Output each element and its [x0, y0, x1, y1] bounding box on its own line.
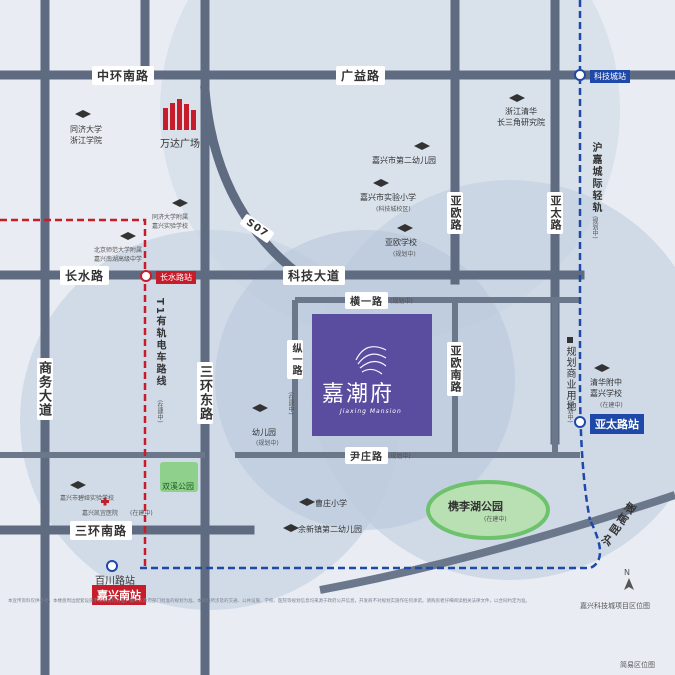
road-label-sanhuan-dong: 三环东路 [197, 362, 213, 424]
rail-label-t1: T1有轨电车路线 [154, 298, 165, 388]
rail-note-t1: (在建中) [156, 400, 163, 423]
poi-tsinghua-note: (在建中) [600, 402, 623, 409]
road-note-yazhuang: (规划中) [388, 453, 411, 460]
poi-xiuli-note: (在建中) [484, 516, 507, 523]
station-keji-cheng[interactable]: 科技城站 [590, 70, 630, 83]
hospital-icon [101, 497, 109, 506]
road-s07 [200, 85, 307, 282]
road-label-guangyi: 广益路 [336, 66, 386, 85]
poi-tongji-fuzhong: 同济大学附属嘉兴实验学校 [152, 214, 189, 230]
poi-tongji: 同济大学浙江学院 [70, 125, 102, 145]
road-label-zhonghuan: 中环南路 [92, 66, 155, 85]
poi-yaou-school: 亚欧学校 [385, 238, 417, 247]
road-label-sanhuan-nan: 三环南路 [70, 521, 133, 540]
wanda-icon [163, 99, 196, 130]
poi-tsinghua-fuzhong: 清华附中嘉兴学校 [590, 378, 622, 398]
poi-shiyan-note: (科技城校区) [376, 206, 411, 213]
poi-hospital: 嘉兴凯宜医院 [82, 510, 119, 517]
road-label-yaou: 亚欧路 [447, 192, 463, 234]
note-planned-commercial: (规划中) [566, 400, 573, 423]
road-note-hengyi: (规划中) [390, 298, 413, 305]
project-block [312, 314, 432, 436]
road-highway [319, 491, 675, 594]
footer-right-bottom: 简易区位图 [620, 661, 655, 669]
poi-beishi: 北京师范大学附属嘉兴南湖高级中学 [94, 247, 143, 263]
footer-right-top: 嘉兴科技城项目区位图 [580, 602, 650, 610]
poi-hospital-note: (在建中) [130, 510, 153, 517]
education-icons [70, 94, 610, 532]
rail-blue [578, 0, 592, 521]
poi-shufa: 嘉兴市碧娅实验学校 [60, 495, 115, 502]
north-arrow-icon [624, 578, 634, 590]
poi-caozhuang: 曹庄小学 [315, 499, 347, 508]
label-planned-commercial: 规划商业用地 [564, 346, 575, 412]
project-name-en: Jiaxing Mansion [340, 408, 402, 415]
commercial-pin-icon [567, 337, 573, 343]
road-label-changshui: 长水路 [60, 266, 110, 285]
shuangxi-park-shape [160, 462, 198, 492]
road-label-yazhuang: 尹庄路 [345, 447, 388, 464]
disclaimer-text: 本宣传资料仅供参考，本楼盘周边配套设施不以本资料为准，最终以政府部门批准的规划为… [8, 599, 530, 604]
station-jiaxing-nan[interactable]: 嘉兴南站 [92, 585, 146, 605]
poi-yuxin: 余新镇第二幼儿园 [298, 525, 362, 534]
road-label-yaou-nan: 亚欧南路 [447, 342, 463, 396]
poi-shuangxi-park: 双溪公园 [162, 482, 194, 491]
road-label-keji: 科技大道 [283, 266, 346, 285]
poi-xiuli-park: 槜李湖公园 [448, 500, 503, 513]
poi-yaou-school-note: (规划中) [393, 251, 416, 258]
road-label-shangwu: 商务大道 [36, 358, 53, 420]
poi-youeryuan-note: (规划中) [256, 440, 279, 447]
road-note-zongyi: (在建中) [287, 392, 294, 415]
road-label-hengyi: 横一路 [345, 292, 388, 309]
road-label-yatai: 亚太路 [547, 192, 563, 234]
poi-zhejiang-tsinghua: 浙江清华长三角研究院 [497, 107, 545, 127]
rail-note-huyu: (规划中) [591, 216, 598, 239]
poi-youeryuan: 幼儿园 [252, 428, 276, 437]
poi-wanda: 万达广场 [160, 139, 200, 150]
poi-shiyan: 嘉兴市实验小学 [360, 193, 416, 202]
rail-blue-south [140, 519, 602, 570]
station-markers [106, 69, 586, 572]
station-changshui[interactable]: 长水路站 [156, 271, 196, 284]
station-yatai[interactable]: 亚太路站 [590, 414, 644, 434]
project-name: 嘉潮府 [322, 382, 395, 407]
xiuli-park-shape [426, 480, 550, 540]
road-label-zongyi: 纵一路 [287, 340, 303, 379]
rail-red [0, 218, 147, 568]
poi-kindergarten2: 嘉兴市第二幼儿园 [372, 156, 436, 165]
rail-label-huyu: 沪嘉城际轻轨 [590, 142, 601, 214]
station-baichuan[interactable]: 百川路站 [95, 576, 135, 587]
north-label: N [624, 568, 630, 577]
